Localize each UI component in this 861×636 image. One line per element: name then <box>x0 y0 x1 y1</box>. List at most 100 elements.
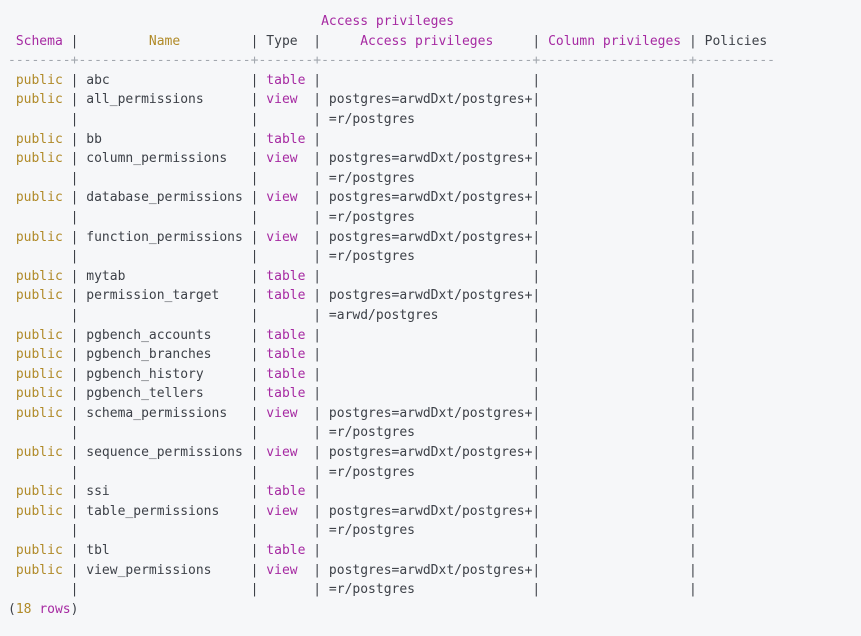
table-row-continuation: | | | =arwd/postgres | | <box>8 306 861 326</box>
cell-access-privileges: postgres=arwdDxt/postgres+ <box>321 92 533 108</box>
column-divider: | <box>688 268 697 284</box>
cell-access-privileges: =r/postgres <box>321 582 533 598</box>
column-divider: | <box>313 288 322 304</box>
cell-type <box>258 210 313 225</box>
column-divider: | <box>250 366 259 382</box>
cell-access-privileges <box>321 269 532 284</box>
column-divider: | <box>532 190 541 206</box>
column-divider: | <box>532 543 541 559</box>
column-divider: | <box>532 523 541 539</box>
column-divider: | <box>250 405 259 421</box>
column-divider: | <box>688 111 697 127</box>
column-divider: | <box>250 111 259 127</box>
column-divider: | <box>313 405 322 421</box>
cell-access-privileges <box>321 347 532 362</box>
column-divider: | <box>688 582 697 598</box>
table-row-continuation: | | | =r/postgres | | <box>8 423 861 443</box>
cell-column-privileges <box>540 171 689 186</box>
table-row: public | bb | table | | | <box>8 130 861 150</box>
column-divider: | <box>313 268 322 284</box>
table-row: public | permission_target | table | pos… <box>8 286 861 306</box>
cell-column-privileges <box>540 269 689 284</box>
cell-schema: public <box>8 190 71 206</box>
column-divider: | <box>688 445 697 461</box>
column-divider: | <box>313 425 322 441</box>
cell-access-privileges <box>321 328 532 343</box>
cell-name <box>78 249 250 264</box>
cell-column-privileges <box>540 132 689 147</box>
column-divider: | <box>688 170 697 186</box>
row-count-open-paren: ( <box>8 601 16 617</box>
cell-type: table <box>258 72 314 88</box>
cell-name <box>78 210 250 225</box>
cell-column-privileges <box>540 582 689 597</box>
column-divider: | <box>688 72 697 88</box>
cell-name: ssi <box>78 484 251 500</box>
column-divider: | <box>250 131 259 147</box>
cell-access-privileges: =r/postgres <box>321 170 533 186</box>
cell-column-privileges <box>540 425 689 440</box>
column-divider: | <box>250 170 259 186</box>
cell-column-privileges <box>540 151 689 166</box>
column-divider: | <box>70 484 79 500</box>
table-row: public | abc | table | | | <box>8 71 861 91</box>
header-name: Name <box>78 33 251 49</box>
column-divider: | <box>532 347 541 363</box>
cell-type: view <box>258 503 314 519</box>
column-divider: | <box>532 288 541 304</box>
cell-column-privileges <box>540 92 689 107</box>
column-divider: | <box>532 307 541 323</box>
column-divider: | <box>688 131 697 147</box>
cell-name: all_permissions <box>78 92 251 108</box>
column-divider: | <box>70 209 79 225</box>
cell-schema: public <box>8 543 71 559</box>
cell-access-privileges: postgres=arwdDxt/postgres+ <box>321 288 533 304</box>
column-divider: | <box>532 72 541 88</box>
cell-access-privileges: postgres=arwdDxt/postgres+ <box>321 229 533 245</box>
column-divider: | <box>688 288 697 304</box>
column-divider: | <box>250 229 259 245</box>
cell-schema: public <box>8 405 71 421</box>
table-row: public | column_permissions | view | pos… <box>8 149 861 169</box>
cell-name <box>78 171 250 186</box>
cell-access-privileges: postgres=arwdDxt/postgres+ <box>321 562 533 578</box>
cell-schema: public <box>8 347 71 363</box>
column-divider: | <box>313 327 322 343</box>
column-divider: | <box>70 503 79 519</box>
cell-schema: public <box>8 288 71 304</box>
column-divider: | <box>688 347 697 363</box>
table-row: public | view_permissions | view | postg… <box>8 561 861 581</box>
cell-type: table <box>258 327 314 343</box>
header-type: Type <box>258 33 314 49</box>
cell-column-privileges <box>540 308 689 323</box>
cell-column-privileges <box>540 445 689 460</box>
cell-schema <box>8 425 71 440</box>
cell-column-privileges <box>540 563 689 578</box>
cell-type: table <box>258 543 314 559</box>
column-divider: | <box>688 543 697 559</box>
cell-name <box>78 112 250 127</box>
cell-name <box>78 308 250 323</box>
cell-schema <box>8 171 71 186</box>
table-row: public | schema_permissions | view | pos… <box>8 404 861 424</box>
column-divider: | <box>250 562 259 578</box>
cell-type: view <box>258 445 314 461</box>
header-schema: Schema <box>8 33 71 49</box>
cell-schema <box>8 523 71 538</box>
column-divider: | <box>688 386 697 402</box>
table-title: Access privileges <box>8 12 861 32</box>
column-divider: | <box>313 209 322 225</box>
column-divider: | <box>688 327 697 343</box>
column-divider: | <box>688 425 697 441</box>
cell-name: mytab <box>78 268 251 284</box>
column-divider: | <box>688 562 697 578</box>
column-divider: | <box>250 72 259 88</box>
column-divider: | <box>70 347 79 363</box>
cell-type <box>258 171 313 186</box>
column-divider: | <box>532 366 541 382</box>
cell-schema: public <box>8 268 71 284</box>
column-divider: | <box>70 131 79 147</box>
column-divider: | <box>70 170 79 186</box>
cell-schema: public <box>8 445 71 461</box>
table-row: public | database_permissions | view | p… <box>8 188 861 208</box>
